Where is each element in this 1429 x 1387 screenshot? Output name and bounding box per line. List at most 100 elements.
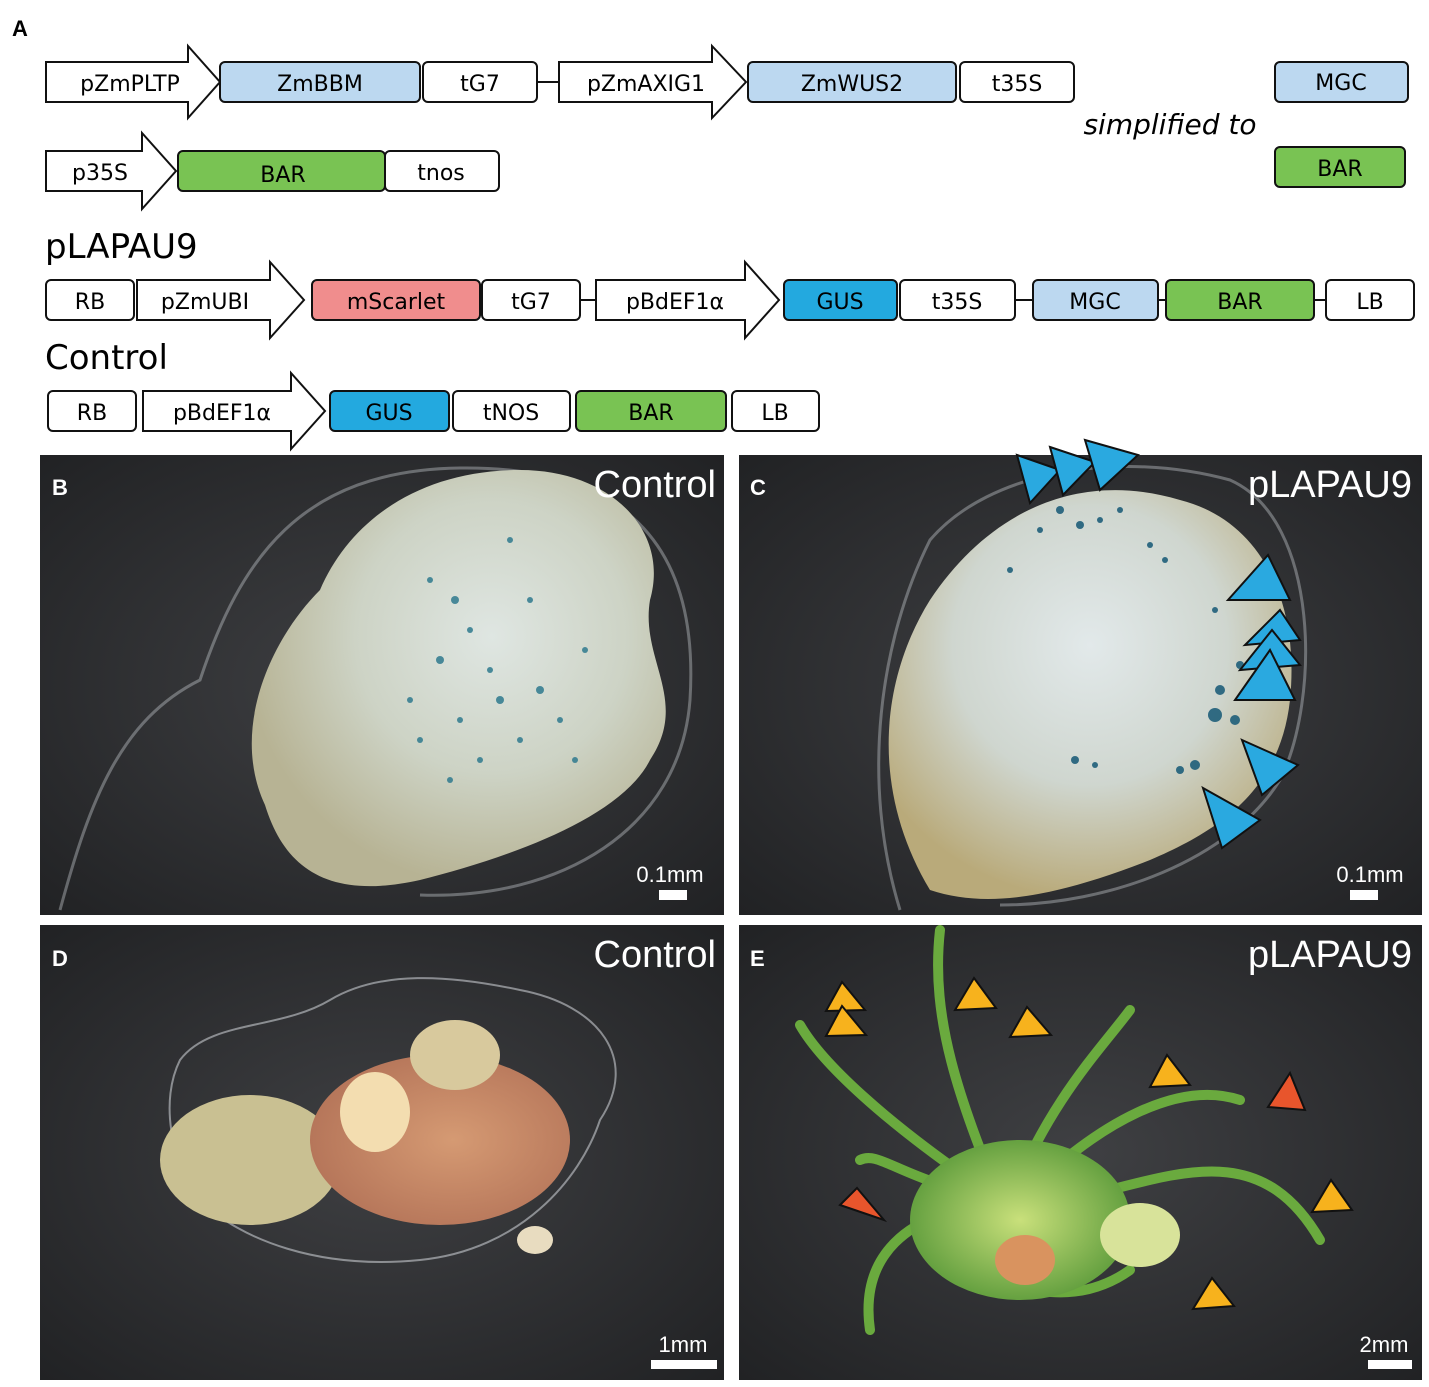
photo-c-liquid-edge xyxy=(877,465,1308,911)
arrowhead-yellow xyxy=(824,1004,869,1038)
panel-label-e: E xyxy=(750,946,765,971)
photo-b-gus-spots xyxy=(407,537,588,783)
label-p35s: p35S xyxy=(72,161,128,186)
label-lb-ctrl: LB xyxy=(761,401,788,426)
photo-c-scale-label: 0.1mm xyxy=(1336,862,1403,887)
photo-d-scale-bar xyxy=(651,1360,717,1369)
panel-label-a: A xyxy=(12,16,28,41)
arrowhead-yellow xyxy=(953,976,998,1012)
label-mgc: MGC xyxy=(1069,290,1120,315)
label-mscarlet: mScarlet xyxy=(347,290,446,315)
photo-d-callus-top xyxy=(410,1020,500,1090)
photo-d-title: Control xyxy=(594,934,717,976)
segment-zmbbm xyxy=(219,61,421,103)
panel-label-c: C xyxy=(750,475,766,500)
segment-gus-ctrl xyxy=(329,390,450,432)
photo-d-callus-pale xyxy=(340,1072,410,1152)
arrowhead-red xyxy=(1266,1070,1307,1112)
legend-bar-label: BAR xyxy=(1317,157,1362,182)
label-bar-2: BAR xyxy=(1217,290,1262,315)
photo-panel-d: Control 1mm D xyxy=(40,925,724,1380)
promoter-arrow-pzmaxig1 xyxy=(558,43,748,121)
segment-lb xyxy=(1325,279,1415,321)
panel-label-b: B xyxy=(52,475,68,500)
arrowhead-red xyxy=(838,1186,888,1223)
construct-row-1: pZmPLTP ZmBBM tG7 pZmAXIG1 ZmWUS2 t35S xyxy=(45,43,1075,121)
simplified-to-label: simplified to xyxy=(1083,108,1256,141)
photo-c-title: pLAPAU9 xyxy=(1248,464,1412,506)
arrowhead-yellow xyxy=(1191,1276,1236,1311)
arrowhead-blue xyxy=(1240,738,1300,797)
photo-e-root-base xyxy=(995,1235,1055,1285)
legend-mgc xyxy=(1274,61,1409,103)
photo-d-callus-small xyxy=(517,1226,553,1254)
panel-label-d: D xyxy=(52,946,68,971)
label-zmwus2: ZmWUS2 xyxy=(801,72,903,97)
segment-rb-ctrl xyxy=(47,390,137,432)
arrowhead-yellow xyxy=(1148,1053,1192,1089)
photo-e-scale-bar xyxy=(1368,1360,1412,1369)
photo-panel-c: pLAPAU9 0.1mm C xyxy=(739,438,1422,915)
promoter-arrow-p35s xyxy=(45,130,178,212)
segment-tnos xyxy=(384,150,500,192)
label-pzmubi: pZmUBI xyxy=(161,290,249,315)
promoter-arrow-pbdef1a-ctrl xyxy=(142,370,327,452)
label-pzmpltp: pZmPLTP xyxy=(80,72,180,97)
photo-b-scale-label: 0.1mm xyxy=(636,862,703,887)
label-t35s: t35S xyxy=(992,72,1043,97)
label-zmbbm: ZmBBM xyxy=(277,72,363,97)
photo-b-title: Control xyxy=(594,464,717,506)
construct-control: RB pBdEF1α GUS tNOS BAR LB xyxy=(47,370,820,452)
segment-zmwus2 xyxy=(747,61,957,103)
label-tnos-ctrl: tNOS xyxy=(483,401,539,426)
segment-tnos-ctrl xyxy=(452,390,571,432)
arrowhead-blue xyxy=(1225,553,1292,601)
photo-panel-b: Control 0.1mm B xyxy=(40,455,724,915)
construct-plapau9: RB pZmUBI mScarlet tG7 pBdEF1α GUS t35S … xyxy=(45,259,1415,341)
arrowhead-blue xyxy=(1233,648,1297,701)
arrowhead-blue xyxy=(1083,438,1140,492)
arrowhead-blue xyxy=(1201,785,1262,850)
row-label-control: Control xyxy=(45,338,168,378)
photo-b-liquid-edge xyxy=(58,466,693,911)
label-tnos: tnos xyxy=(417,161,465,186)
label-pbdef1a: pBdEF1α xyxy=(626,290,724,315)
segment-bar-ctrl xyxy=(575,390,727,432)
segment-t35s xyxy=(959,61,1075,103)
segment-rb xyxy=(45,279,135,321)
photo-c-gus-spots xyxy=(1007,506,1244,774)
photo-b-embryo xyxy=(251,470,666,887)
label-t35s-2: t35S xyxy=(932,290,983,315)
segment-gus xyxy=(783,279,898,321)
photo-e-scale-label: 2mm xyxy=(1360,1332,1409,1357)
arrowhead-blue xyxy=(1048,445,1097,497)
label-lb: LB xyxy=(1356,290,1383,315)
promoter-arrow-pzmubi xyxy=(136,259,306,341)
segment-lb-ctrl xyxy=(731,390,820,432)
photo-d-callus-left xyxy=(160,1095,340,1225)
label-rb: RB xyxy=(75,290,105,315)
promoter-arrow-pzmpltp xyxy=(45,43,222,121)
label-bar: BAR xyxy=(260,163,305,188)
label-gus: GUS xyxy=(816,290,863,315)
photo-e-yellow-arrowheads xyxy=(824,976,1354,1311)
photo-b-scale-bar xyxy=(659,890,687,900)
photo-c-scale-bar xyxy=(1350,890,1378,900)
segment-mscarlet xyxy=(311,279,481,321)
photo-e-title: pLAPAU9 xyxy=(1248,934,1412,976)
photo-c-embryo xyxy=(888,490,1292,899)
arrowhead-blue xyxy=(1015,453,1062,506)
label-pzmaxig1: pZmAXIG1 xyxy=(587,72,705,97)
label-bar-ctrl: BAR xyxy=(628,401,673,426)
label-pbdef1a-ctrl: pBdEF1α xyxy=(173,401,271,426)
row-label-plapau9: pLAPAU9 xyxy=(45,227,198,267)
photo-d-scale-label: 1mm xyxy=(659,1332,708,1357)
label-tg7: tG7 xyxy=(460,72,500,97)
photo-e-red-arrowheads xyxy=(838,1070,1307,1223)
promoter-arrow-pbdef1a xyxy=(595,259,781,341)
label-rb-ctrl: RB xyxy=(77,401,107,426)
photo-e-callus-yellow xyxy=(1100,1203,1180,1267)
arrowhead-yellow xyxy=(1008,1005,1054,1039)
legend-bar xyxy=(1274,146,1406,188)
arrowhead-yellow xyxy=(1310,1178,1354,1214)
